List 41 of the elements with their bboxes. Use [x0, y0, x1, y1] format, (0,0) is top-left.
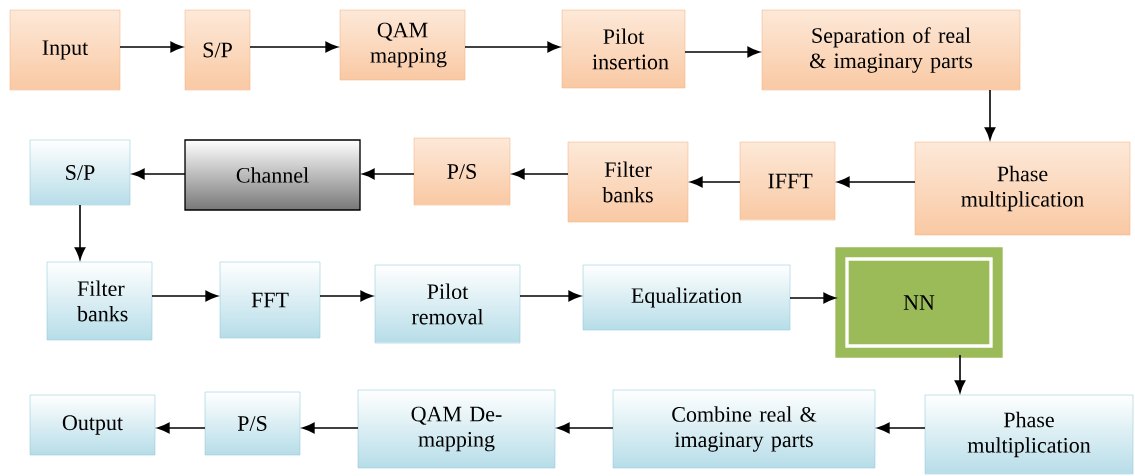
- arrow: [157, 422, 206, 434]
- arrow: [464, 41, 560, 53]
- arrow: [132, 168, 186, 180]
- process-box: Separation of real & imaginary parts: [761, 9, 1021, 91]
- process-box: Phase multiplication: [914, 141, 1131, 236]
- arrow: [837, 176, 916, 188]
- arrow: [119, 41, 183, 53]
- process-box: P/S: [413, 137, 511, 206]
- arrow: [789, 292, 836, 304]
- process-box: Input: [9, 9, 121, 91]
- network-box: NN: [835, 247, 1003, 358]
- process-box: Filter banks: [46, 261, 153, 341]
- process-box: Filter banks: [567, 141, 689, 223]
- process-box: S/P: [184, 9, 251, 91]
- process-box: Combine real & imaginary parts: [612, 389, 876, 469]
- process-box: Equalization: [582, 264, 791, 331]
- process-box: QAM mapping: [339, 9, 466, 81]
- arrow: [302, 422, 359, 434]
- arrow: [151, 290, 218, 302]
- process-box: S/P: [29, 139, 131, 206]
- process-box: Phase multiplication: [924, 394, 1134, 475]
- arrow: [319, 290, 373, 302]
- arrow: [362, 168, 415, 180]
- process-box: FFT: [219, 261, 321, 339]
- process-box: P/S: [204, 391, 301, 456]
- arrow: [74, 204, 86, 260]
- arrow: [684, 46, 760, 58]
- process-box: Pilot removal: [374, 264, 521, 344]
- process-box: IFFT: [739, 141, 836, 221]
- arrow: [690, 176, 741, 188]
- channel-box: Channel: [184, 139, 361, 211]
- process-box: QAM De-mapping: [357, 389, 556, 469]
- process-box: Pilot insertion: [561, 9, 686, 89]
- arrow: [984, 89, 996, 140]
- process-box: Output: [29, 394, 156, 456]
- arrow: [954, 354, 966, 393]
- arrow: [557, 422, 614, 434]
- arrow: [249, 41, 338, 53]
- arrow: [877, 422, 926, 434]
- arrow: [512, 168, 569, 180]
- arrow: [519, 290, 581, 302]
